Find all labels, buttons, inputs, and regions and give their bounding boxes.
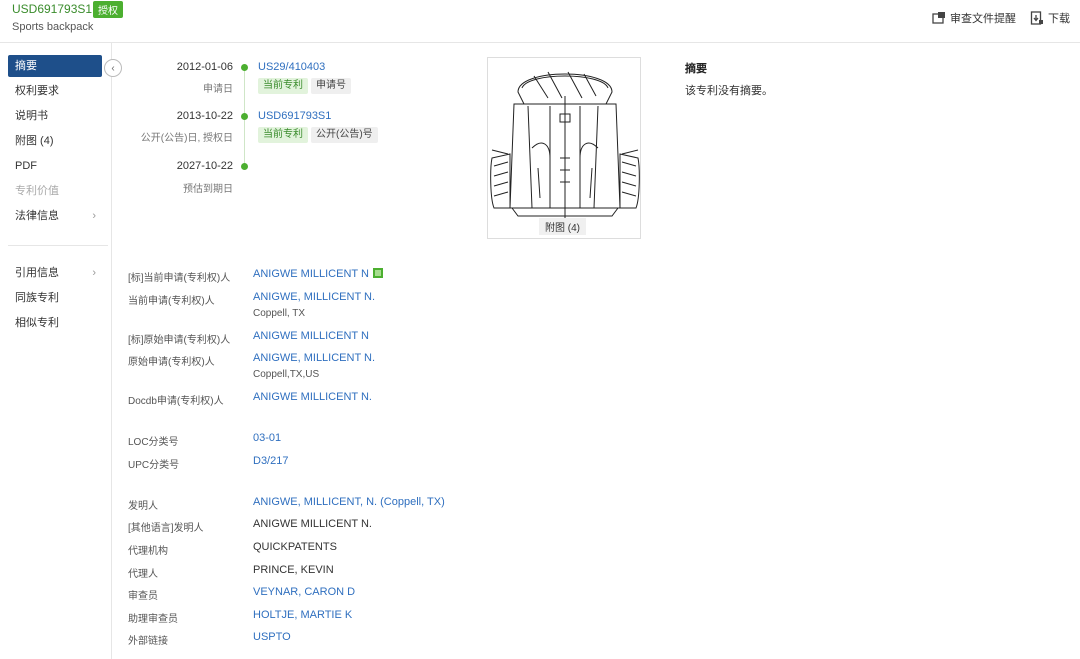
expiry-date: 2027-10-22 — [176, 160, 233, 172]
publication-number-tag: 公开(公告)号 — [311, 127, 378, 143]
sidebar-item-citations[interactable]: 引用信息 › — [8, 262, 102, 284]
chevron-left-icon: ‹ — [111, 62, 115, 74]
sidebar-item-pdf[interactable]: PDF — [8, 155, 102, 177]
page-header: USD691793S1 授权 Sports backpack 审查文件提醒 下载 — [0, 0, 1080, 43]
timeline-dot — [241, 64, 248, 71]
detail-label: 当前申请(专利权)人 — [128, 296, 215, 307]
sidebar-item-label: PDF — [15, 160, 37, 172]
detail-label: 助理审查员 — [128, 614, 178, 625]
current-patent-tag: 当前专利 — [258, 78, 308, 94]
publication-number-link[interactable]: USD691793S1 — [258, 110, 332, 122]
sidebar-item-legal-info[interactable]: 法律信息 › — [8, 205, 102, 227]
detail-label: [其他语言]发明人 — [128, 523, 204, 534]
application-date-label: 申请日 — [203, 84, 233, 95]
detail-label: LOC分类号 — [128, 437, 179, 448]
detail-label: 代理机构 — [128, 546, 168, 557]
download-button[interactable]: 下载 — [1030, 10, 1070, 26]
detail-value: PRINCE, KEVIN — [253, 564, 334, 576]
sidebar-item-label: 同族专利 — [15, 292, 59, 304]
sidebar-item-family[interactable]: 同族专利 — [8, 287, 102, 309]
detail-value-link[interactable]: 03-01 — [253, 432, 282, 444]
detail-value-link[interactable]: ANIGWE, MILLICENT N. — [253, 291, 376, 303]
application-number-link[interactable]: US29/410403 — [258, 61, 326, 73]
sidebar-item-label: 专利价值 — [15, 185, 59, 197]
review-reminder-button[interactable]: 审查文件提醒 — [932, 10, 1016, 26]
detail-label: UPC分类号 — [128, 460, 180, 471]
detail-subvalue: Coppell,TX,US — [253, 369, 320, 380]
sidebar-item-similar[interactable]: 相似专利 — [8, 312, 102, 334]
sidebar-item-label: 引用信息 — [15, 267, 59, 279]
detail-value-link[interactable]: ANIGWE MILLICENT N — [253, 330, 369, 342]
application-number-tag: 申请号 — [311, 78, 351, 94]
detail-label: [标]原始申请(专利权)人 — [128, 335, 231, 346]
sidebar-item-patent-value: 专利价值 — [8, 180, 102, 202]
sidebar-item-label: 摘要 — [15, 60, 37, 72]
application-date: 2012-01-06 — [176, 61, 233, 73]
detail-label: 审查员 — [128, 591, 158, 602]
sidebar-item-claims[interactable]: 权利要求 — [8, 80, 102, 102]
detail-value: ANIGWE MILLICENT N. — [253, 518, 372, 530]
sidebar-item-abstract[interactable]: 摘要 — [8, 55, 102, 77]
detail-value-link[interactable]: VEYNAR, CARON D — [253, 586, 356, 598]
detail-label: 发明人 — [128, 501, 158, 512]
sidebar-item-description[interactable]: 说明书 — [8, 105, 102, 127]
detail-label: Docdb申请(专利权)人 — [128, 396, 224, 407]
detail-value-link[interactable]: D3/217 — [253, 455, 289, 467]
detail-label: 外部链接 — [128, 636, 168, 647]
detail-value-link[interactable]: ANIGWE, MILLICENT N. — [253, 352, 376, 364]
detail-value-text: ANIGWE MILLICENT N — [253, 268, 369, 280]
detail-label: 代理人 — [128, 569, 158, 580]
company-icon — [372, 268, 383, 278]
publication-date-label: 公开(公告)日, 授权日 — [140, 133, 233, 144]
chevron-right-icon: › — [92, 267, 96, 279]
sidebar-item-drawings[interactable]: 附图 (4) — [8, 130, 102, 152]
abstract-text: 该专利没有摘要。 — [685, 85, 773, 97]
sidebar-divider — [8, 245, 108, 246]
detail-value-link[interactable]: HOLTJE, MARTIE K — [253, 609, 353, 621]
patent-number: USD691793S1 — [12, 2, 93, 16]
detail-subvalue: Coppell, TX — [253, 308, 306, 319]
detail-label: [标]当前申请(专利权)人 — [128, 273, 231, 284]
header-actions: 审查文件提醒 下载 — [932, 10, 1070, 26]
detail-value: QUICKPATENTS — [253, 541, 337, 553]
sidebar: 摘要 权利要求 说明书 附图 (4) PDF 专利价值 法律信息› 引用信息› … — [0, 43, 112, 659]
figure-caption[interactable]: 附图 (4) — [539, 218, 586, 235]
detail-value-link[interactable]: ANIGWE, MILLICENT, N. (Coppell, TX) — [253, 496, 445, 508]
sidebar-item-label: 相似专利 — [15, 317, 59, 329]
expiry-date-label: 预估到期日 — [183, 184, 233, 195]
current-patent-tag: 当前专利 — [258, 127, 308, 143]
detail-label: 原始申请(专利权)人 — [128, 357, 215, 368]
chevron-right-icon: › — [92, 210, 96, 222]
backpack-drawing — [490, 71, 640, 218]
bell-doc-icon — [932, 12, 945, 24]
detail-value-link[interactable]: ANIGWE MILLICENT N — [253, 268, 383, 280]
publication-date: 2013-10-22 — [176, 110, 233, 122]
timeline-dot — [241, 163, 248, 170]
external-link-uspto[interactable]: USPTO — [253, 631, 291, 643]
collapse-sidebar-button[interactable]: ‹ — [104, 59, 122, 77]
sidebar-item-label: 权利要求 — [15, 85, 59, 97]
download-icon — [1030, 11, 1043, 25]
sidebar-item-label: 附图 (4) — [15, 135, 54, 147]
patent-drawing-thumbnail[interactable]: 附图 (4) — [487, 57, 641, 239]
sidebar-item-label: 说明书 — [15, 110, 48, 122]
patent-title: Sports backpack — [12, 21, 94, 33]
download-label: 下载 — [1048, 13, 1070, 25]
review-reminder-label: 审查文件提醒 — [950, 13, 1016, 25]
timeline-dot — [241, 113, 248, 120]
sidebar-item-label: 法律信息 — [15, 210, 59, 222]
status-badge: 授权 — [93, 1, 123, 18]
abstract-heading: 摘要 — [685, 63, 707, 75]
detail-value-link[interactable]: ANIGWE MILLICENT N. — [253, 391, 372, 403]
